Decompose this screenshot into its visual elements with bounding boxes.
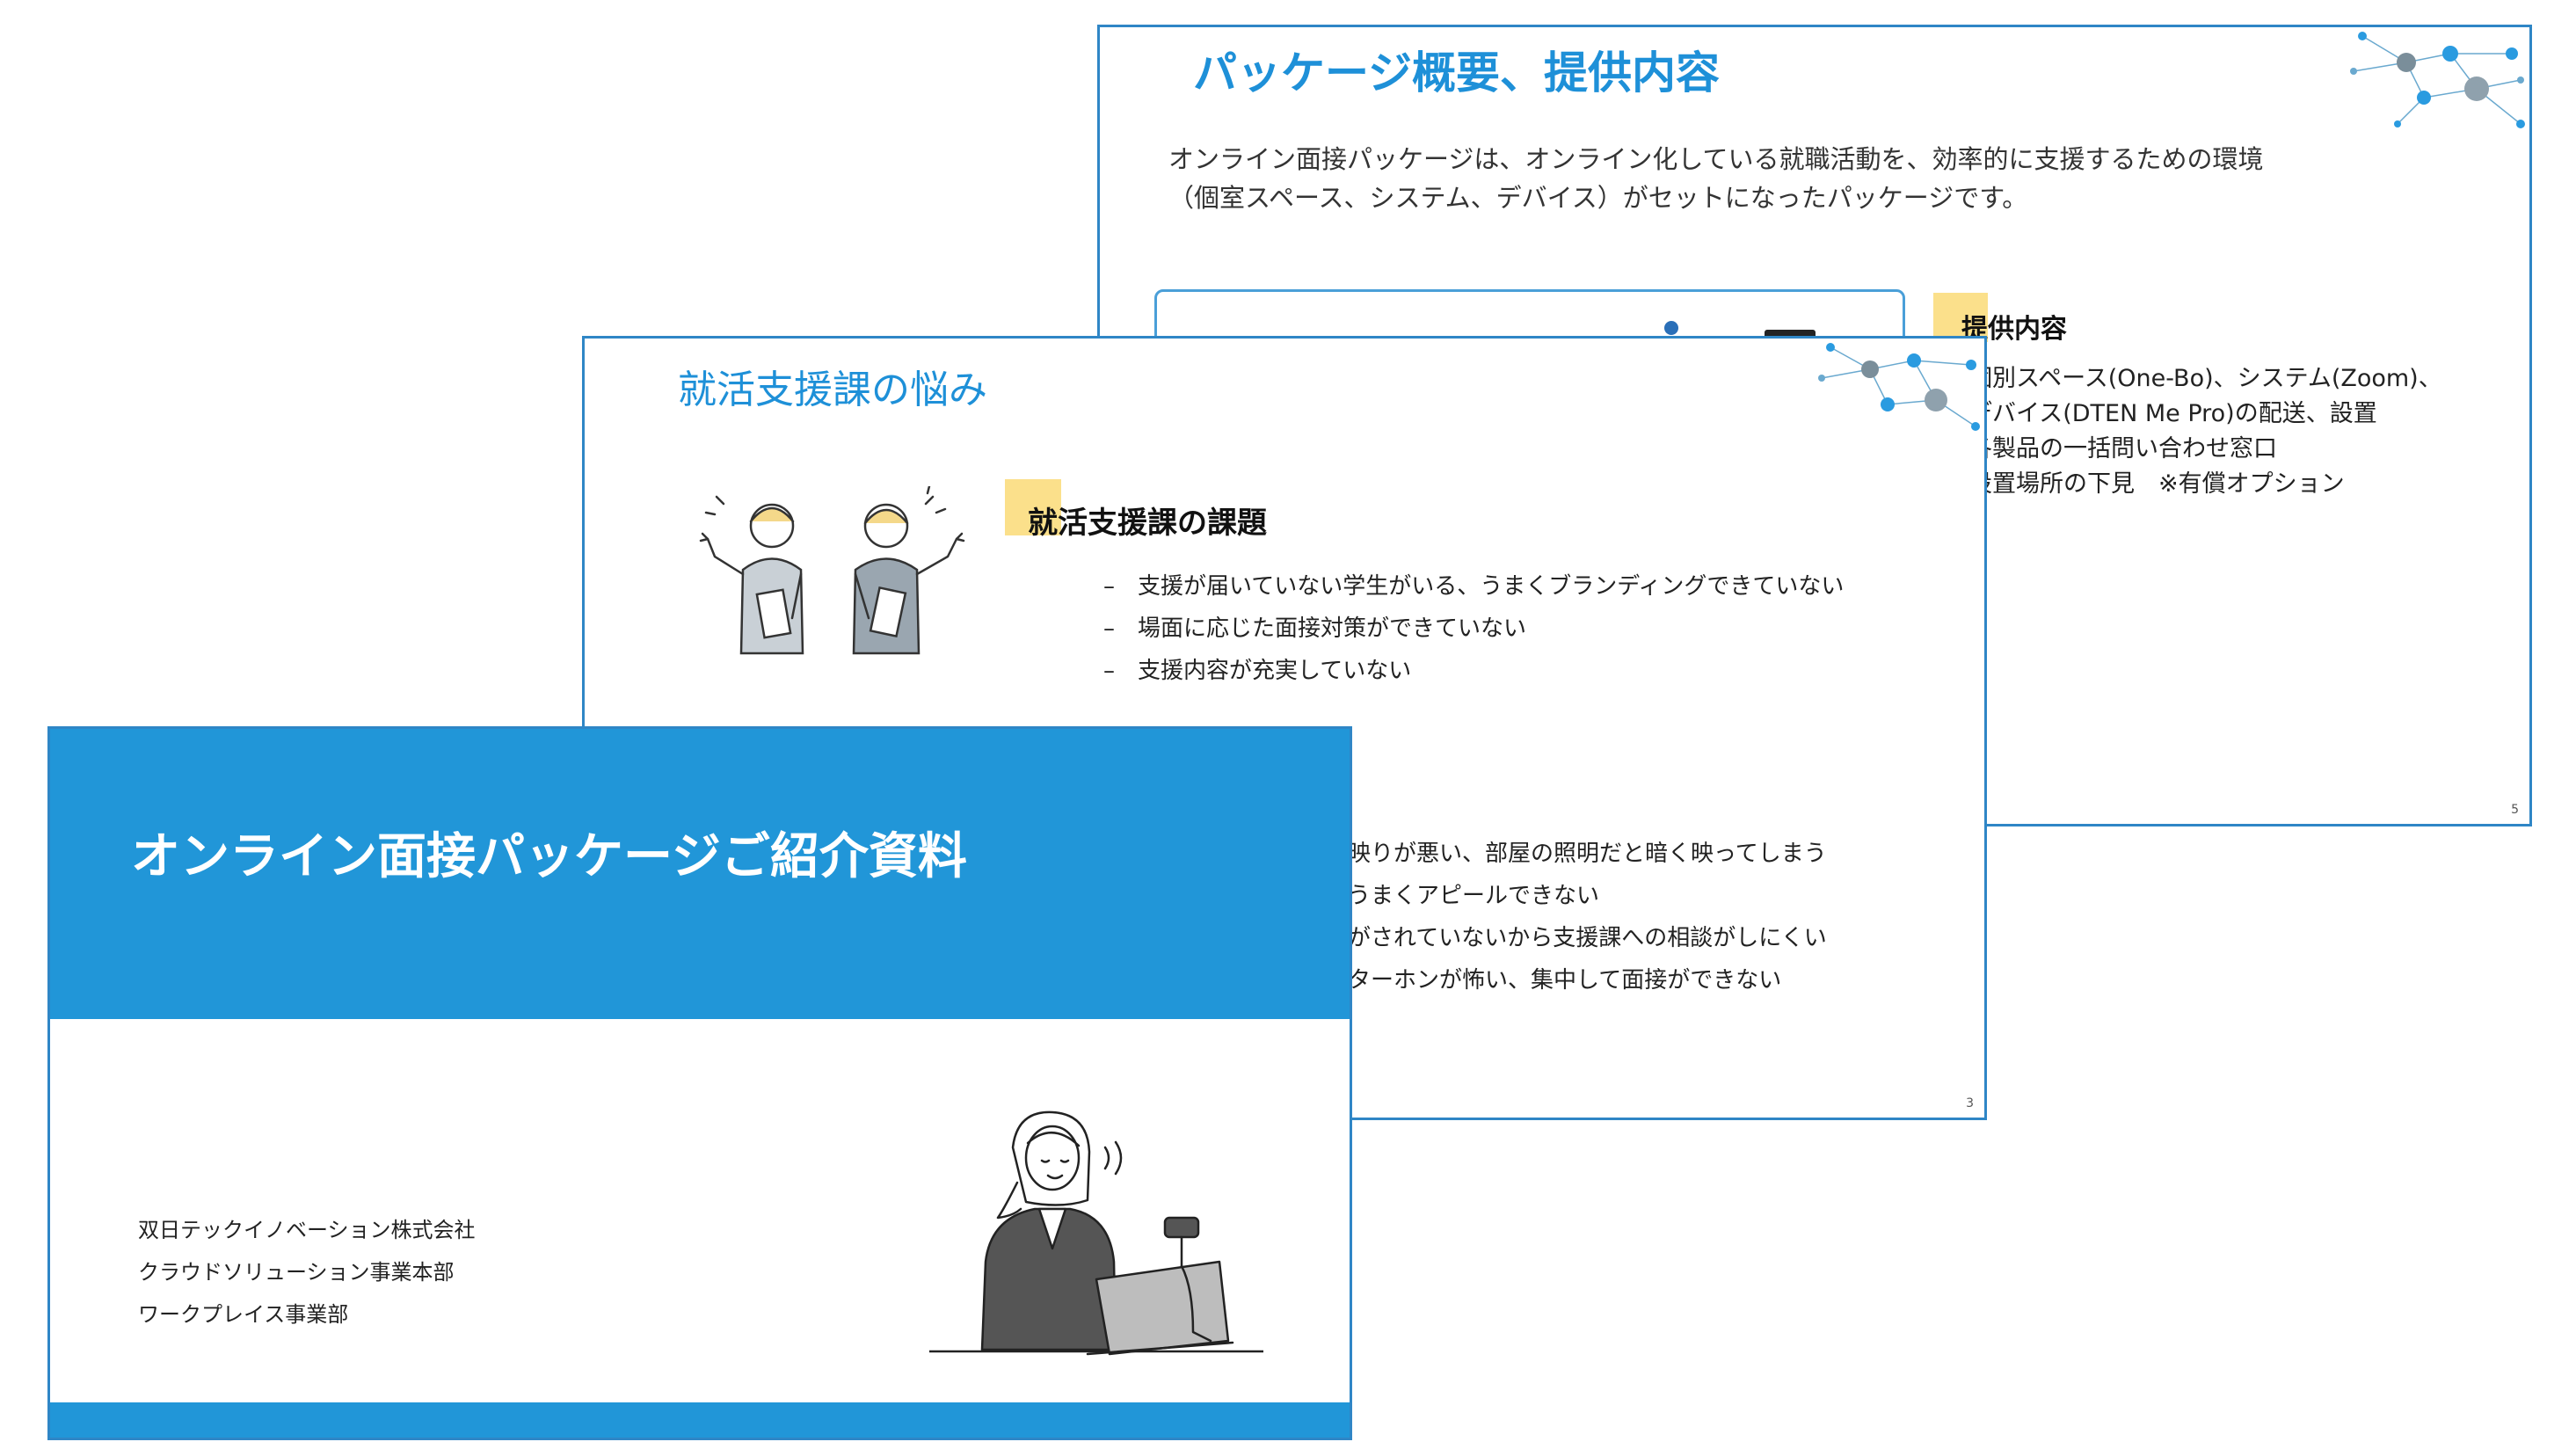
organization-lines: 双日テックイノベーション株式会社 クラウドソリューション事業本部 ワークプレイス…: [138, 1209, 476, 1336]
org-line: クラウドソリューション事業本部: [138, 1260, 455, 1285]
network-decoration-icon: [2350, 32, 2525, 128]
slide5-item-list: 個別スペース(One-Bo)、システム(Zoom)、 デバイス(DTEN Me …: [1968, 361, 2442, 502]
woman-at-laptop-illustration-icon: [929, 1110, 1263, 1356]
dot-marker-icon: [1664, 321, 1678, 335]
org-line: ワークプレイス事業部: [138, 1302, 349, 1327]
slide5-title: パッケージ概要、提供内容: [1193, 47, 1720, 98]
slide3-issue-list: – 支援が届いていない学生がいる、うまくブランディングできていない – 場面に応…: [1103, 565, 1844, 692]
list-item: 個別スペース(One-Bo)、システム(Zoom)、: [1968, 365, 2442, 392]
office-workers-illustration-icon: [699, 486, 965, 655]
intro-line: オンライン面接パッケージは、オンライン化している就職活動を、効率的に支援するため…: [1168, 144, 2264, 174]
network-decoration-icon: [1818, 343, 1980, 431]
section-highlight: [1005, 479, 1061, 535]
cover-title: オンライン面接パッケージご紹介資料: [131, 828, 967, 885]
list-item: – 支援が届いていない学生がいる、うまくブランディングできていない: [1103, 573, 1845, 600]
page-number: 3: [1966, 1096, 1974, 1110]
slide3-title: 就活支援課の悩み: [678, 368, 987, 412]
list-item: うまくアピールできない: [1348, 883, 1600, 909]
list-item: がされていないから支援課への相談がしにくい: [1348, 925, 1827, 951]
list-item: 各製品の一括問い合わせ窓口: [1968, 435, 2277, 462]
section-highlight: [1933, 293, 1988, 342]
slide3-partial-issue-list: 映りが悪い、部屋の照明だと暗く映ってしまう うまくアピールできない がされていな…: [1348, 833, 1827, 1001]
list-item: – 場面に応じた面接対策ができていない: [1103, 615, 1527, 642]
list-item: 設置場所の下見 ※有償オプション: [1968, 470, 2345, 498]
org-line: 双日テックイノベーション株式会社: [138, 1218, 476, 1242]
list-item: デバイス(DTEN Me Pro)の配送、設置: [1968, 400, 2377, 427]
list-item: – 支援内容が充実していない: [1103, 658, 1412, 684]
intro-line: （個室スペース、システム、デバイス）がセットになったパッケージです。: [1168, 183, 2028, 213]
list-item: ターホンが怖い、集中して面接ができない: [1348, 967, 1782, 994]
title-band: [50, 729, 1350, 1019]
list-item: 映りが悪い、部屋の照明だと暗く映ってしまう: [1348, 841, 1827, 867]
page-number: 5: [2511, 803, 2519, 817]
slide5-intro: オンライン面接パッケージは、オンライン化している就職活動を、効率的に支援するため…: [1168, 140, 2264, 217]
slide3-section-title: 就活支援課の課題: [1028, 506, 1267, 541]
slide-1-cover: オンライン面接パッケージご紹介資料 双日テックイノベーション株式会社 クラウドソ…: [47, 726, 1352, 1440]
bottom-bar: [50, 1402, 1350, 1438]
